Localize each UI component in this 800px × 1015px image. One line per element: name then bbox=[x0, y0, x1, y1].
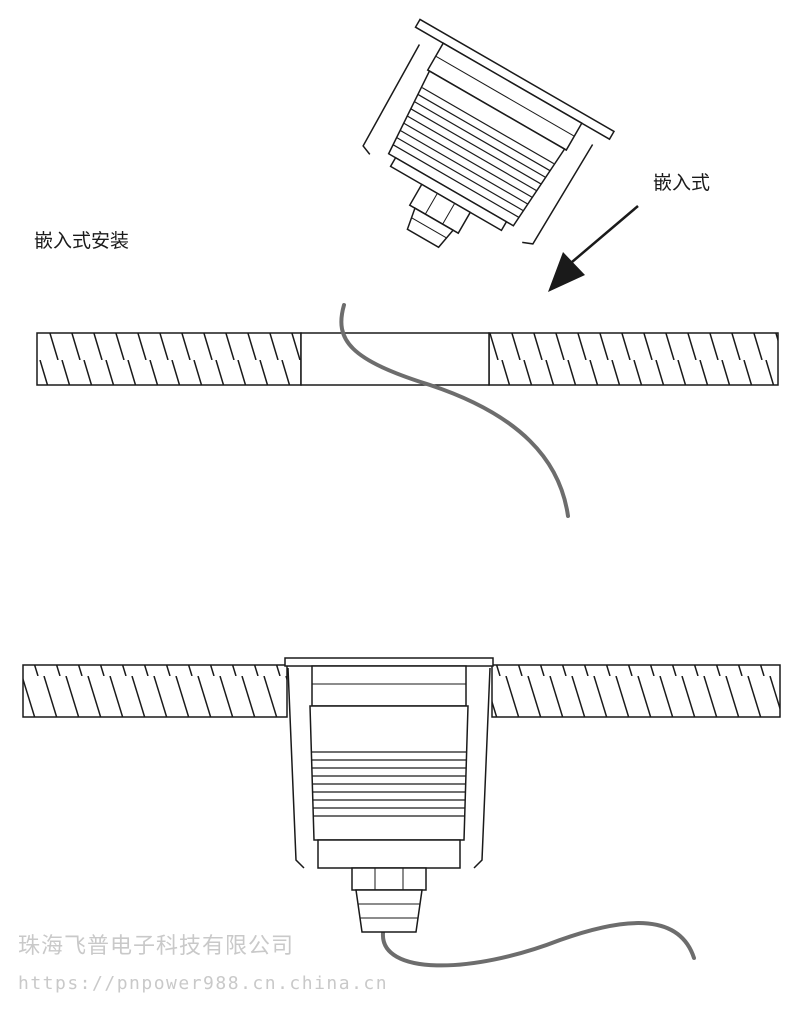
installation-label: 嵌入式安装 bbox=[34, 230, 130, 252]
watermark-url: https://pnpower988.cn.china.cn bbox=[18, 973, 389, 994]
cable-bottom bbox=[380, 921, 696, 968]
light-fixture-tilted bbox=[362, 18, 616, 249]
ceiling-panel-bottom bbox=[22, 664, 781, 718]
direction-arrow bbox=[548, 205, 639, 292]
recessed-label: 嵌入式 bbox=[653, 172, 711, 194]
ceiling-panel-top bbox=[36, 332, 779, 386]
watermark-company: 珠海飞普电子科技有限公司 bbox=[18, 934, 295, 959]
light-fixture-installed bbox=[284, 657, 494, 933]
cable-top bbox=[339, 303, 570, 518]
